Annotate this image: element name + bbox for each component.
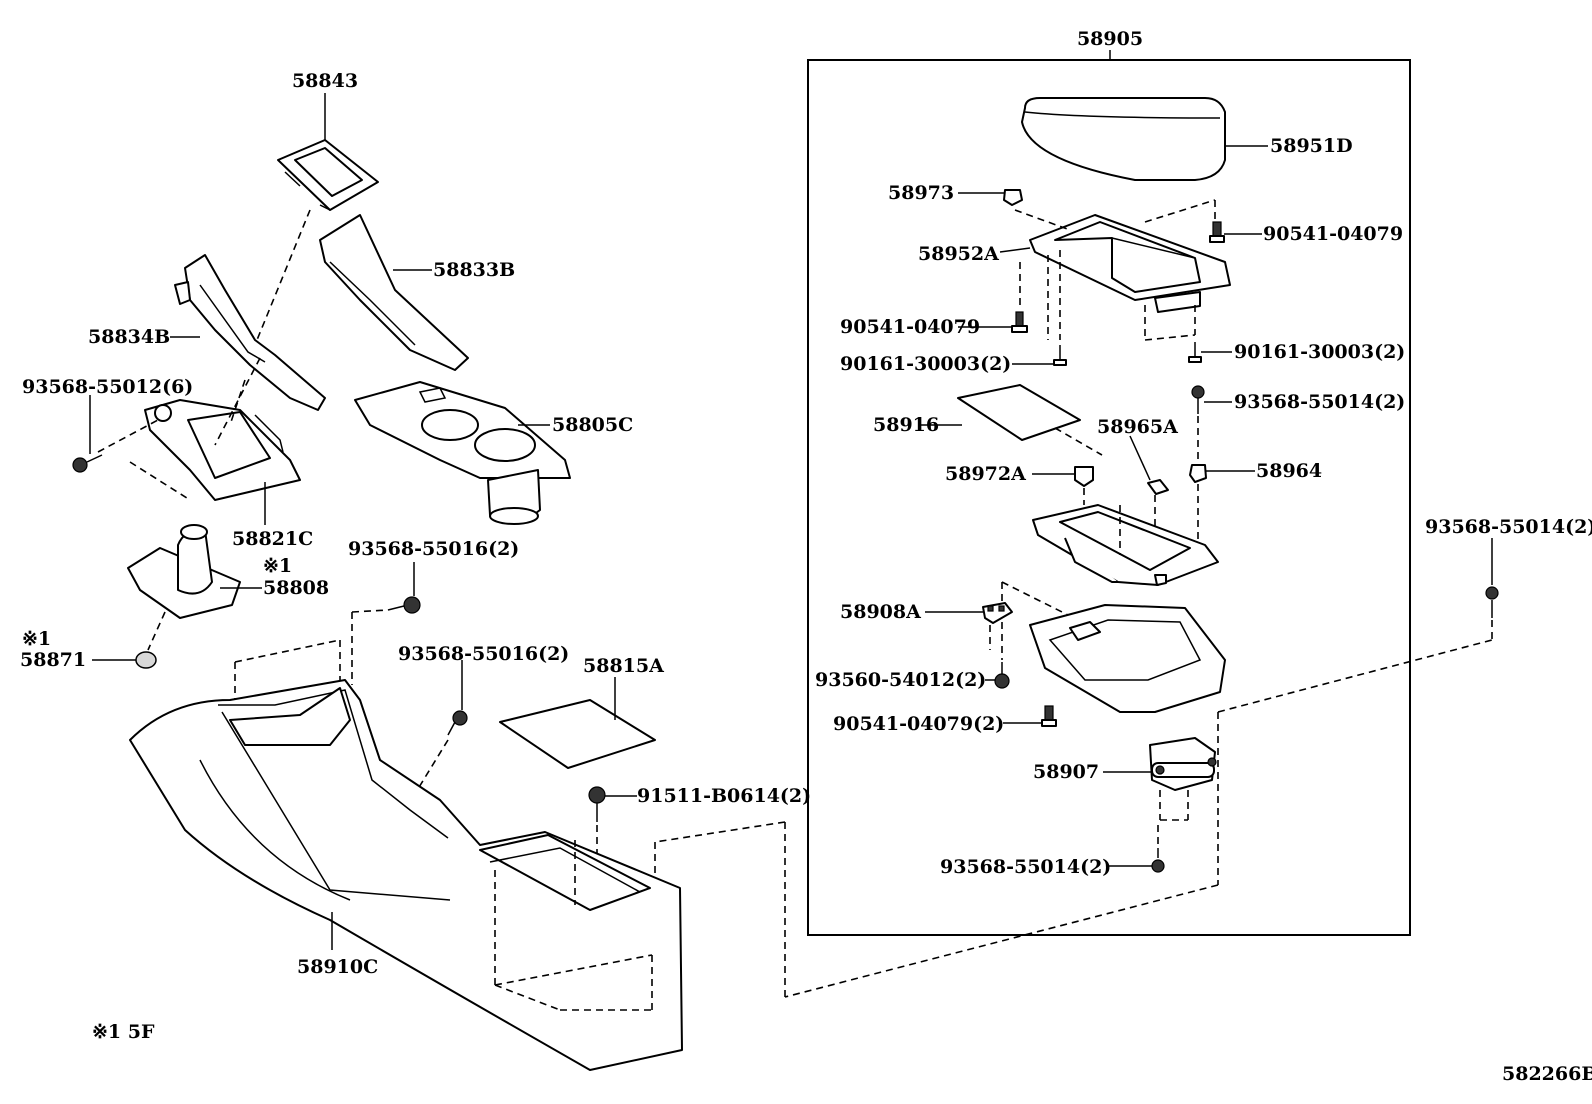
- label-58907: 58907: [1033, 761, 1099, 783]
- diagram-code: 582266B: [1502, 1063, 1592, 1085]
- bolt-93568-55014-lower: [1151, 848, 1165, 873]
- bolt-91511-B0614: [588, 786, 606, 822]
- label-93568-55014-a: 93568-55014(2): [1234, 391, 1405, 413]
- bolt-93568-55016-lower: [447, 660, 468, 736]
- armrest-inner-tray: [1032, 504, 1219, 586]
- label-93568-55014-b: 93568-55014(2): [1425, 516, 1592, 538]
- label-58952A: 58952A: [918, 243, 999, 265]
- bolt-93568-55012: [72, 395, 103, 473]
- label-58908A: 58908A: [840, 601, 921, 623]
- label-58834B: 58834B: [88, 326, 170, 348]
- hinge-58907: [1149, 737, 1217, 791]
- shift-boot-58808: [127, 524, 241, 619]
- label-58916: 58916: [873, 414, 939, 436]
- label-58951D: 58951D: [1270, 135, 1353, 157]
- panel-58834B: [174, 254, 326, 411]
- panel-58833B: [319, 214, 469, 371]
- console-body-58910C: [129, 679, 683, 1071]
- screw-90541-04079-lower: [1041, 705, 1057, 727]
- label-58905: 58905: [1077, 28, 1143, 50]
- label-90541-04079-c: 90541-04079(2): [833, 713, 1004, 735]
- label-58833B: 58833B: [433, 259, 515, 281]
- label-58815A: 58815A: [583, 655, 664, 677]
- note-mark-58808: ※1: [263, 555, 292, 577]
- bezel-58843: [277, 139, 379, 211]
- label-58808: 58808: [263, 577, 329, 599]
- label-58910C: 58910C: [297, 956, 378, 978]
- screw-90161-30003-right: [1188, 342, 1202, 363]
- hook-58965A: [1147, 479, 1169, 495]
- clip-58973: [1003, 189, 1023, 206]
- label-93560-54012: 93560-54012(2): [815, 669, 986, 691]
- label-93568-55012: 93568-55012(6): [22, 376, 193, 398]
- cupholder-tray-58805C: [354, 381, 571, 525]
- bolt-93560-54012: [994, 662, 1010, 689]
- latch-58964: [1189, 464, 1207, 483]
- label-90161-30003-a: 90161-30003(2): [840, 353, 1011, 375]
- pad-58916: [957, 384, 1081, 441]
- screw-90541-04079-upper: [1209, 221, 1225, 243]
- armrest-upper-tray-58952A: [1029, 214, 1231, 313]
- bolt-93568-55014-upper: [1191, 385, 1205, 414]
- clip-58972A: [1074, 466, 1094, 487]
- mat-58815A: [499, 699, 656, 769]
- armrest-lower-box: [1029, 604, 1226, 713]
- screw-90541-04079-left: [1011, 311, 1028, 333]
- label-58965A: 58965A: [1097, 416, 1178, 438]
- label-58964: 58964: [1256, 460, 1322, 482]
- bolt-93568-55016-upper: [387, 562, 421, 614]
- bracket-58821C: [144, 399, 301, 501]
- note-mark-58871: ※1: [22, 628, 51, 650]
- footnote: ※1 5F: [92, 1021, 155, 1043]
- label-90541-04079-a: 90541-04079: [1263, 223, 1403, 245]
- label-93568-55016-b: 93568-55016(2): [398, 643, 569, 665]
- label-58843: 58843: [292, 70, 358, 92]
- screw-90161-30003-left: [1053, 345, 1067, 366]
- label-58805C: 58805C: [552, 414, 633, 436]
- armrest-lid-58951D: [1021, 97, 1226, 181]
- label-58973: 58973: [888, 182, 954, 204]
- knob-58871: [135, 651, 157, 669]
- bolt-93568-55014-right: [1485, 538, 1499, 618]
- label-58821C: 58821C: [232, 528, 313, 550]
- label-58871: 58871: [20, 649, 86, 671]
- label-91511-B0614: 91511-B0614(2): [637, 785, 811, 807]
- label-90541-04079-b: 90541-04079: [840, 316, 980, 338]
- label-58972A: 58972A: [945, 463, 1026, 485]
- bracket-58908A: [982, 602, 1013, 624]
- label-93568-55014-c: 93568-55014(2): [940, 856, 1111, 878]
- label-93568-55016-a: 93568-55016(2): [348, 538, 519, 560]
- label-90161-30003-b: 90161-30003(2): [1234, 341, 1405, 363]
- armrest-assembly-frame: [807, 59, 1411, 936]
